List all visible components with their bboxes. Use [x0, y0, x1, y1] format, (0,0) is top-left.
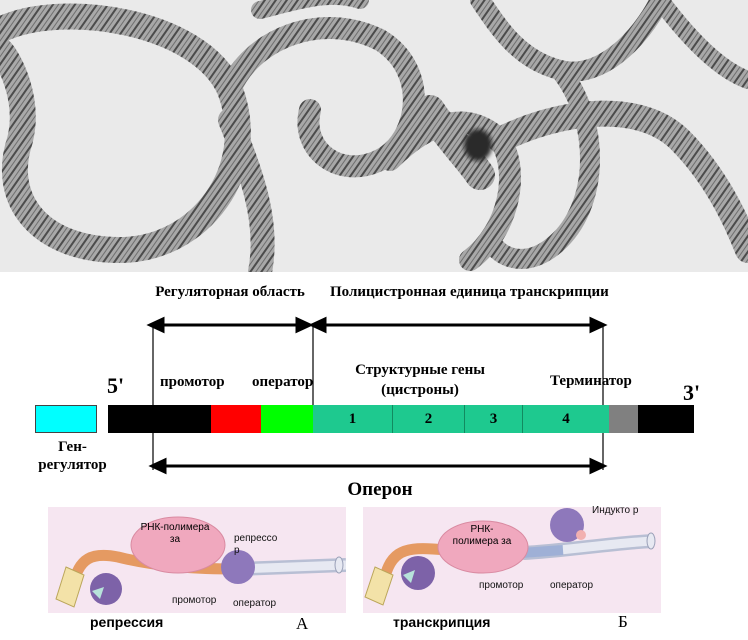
- chromosome-micrograph: [0, 0, 748, 272]
- polycistronic-unit-label: Полицистронная единица транскрипции: [330, 284, 609, 300]
- repression-caption: репрессия: [90, 614, 164, 630]
- panel-b-letter: Б: [618, 612, 628, 631]
- gene-regulator-label: Ген-регулятор: [38, 439, 107, 473]
- operator-block: [261, 405, 313, 433]
- regulatory-region-label: Регуляторная область: [155, 284, 305, 300]
- inducer-label: Индукто р: [592, 505, 639, 516]
- panel-a-letter: А: [296, 614, 309, 633]
- operator-label-b: оператор: [550, 580, 594, 591]
- rna-polymerase-label-a: РНК-полимера за: [140, 522, 210, 545]
- repressor-label: репрессо р: [234, 533, 278, 556]
- operator-label-a: оператор: [233, 598, 277, 609]
- transcription-caption: транскрипция: [393, 614, 491, 630]
- cistron-number: 4: [562, 410, 570, 427]
- five-prime-label: 5': [107, 373, 125, 398]
- dna-left-block: [108, 405, 211, 433]
- promoter-block: [211, 405, 261, 433]
- cistron-block: 1: [313, 405, 393, 433]
- terminator-label: Терминатор: [550, 373, 632, 389]
- rna-polymerase-label-b: РНК-полимера за: [452, 524, 512, 547]
- promoter-label: промотор: [160, 374, 225, 390]
- cistron-number: 1: [348, 410, 357, 427]
- cistron-number: 3: [489, 410, 498, 427]
- three-prime-label: 3': [683, 380, 701, 405]
- structural-genes-label: Структурные гены (цистроны): [355, 362, 485, 398]
- transcription-illustration: [364, 508, 656, 606]
- gene-regulator-block: [35, 405, 97, 433]
- terminator-block: [609, 405, 638, 433]
- operator-label: оператор: [252, 374, 314, 390]
- arrow-lines: [146, 316, 608, 475]
- cistron-block: 3: [465, 405, 523, 433]
- cistron-block: 4: [523, 405, 609, 433]
- repression-illustration: [55, 516, 346, 608]
- cistron-block: 2: [393, 405, 465, 433]
- operon-label: Оперон: [347, 479, 413, 500]
- promoter-label-b: промотор: [479, 580, 524, 591]
- dna-right-block: [638, 405, 694, 433]
- promoter-label-a: промотор: [172, 595, 217, 606]
- cistron-number: 2: [424, 410, 433, 427]
